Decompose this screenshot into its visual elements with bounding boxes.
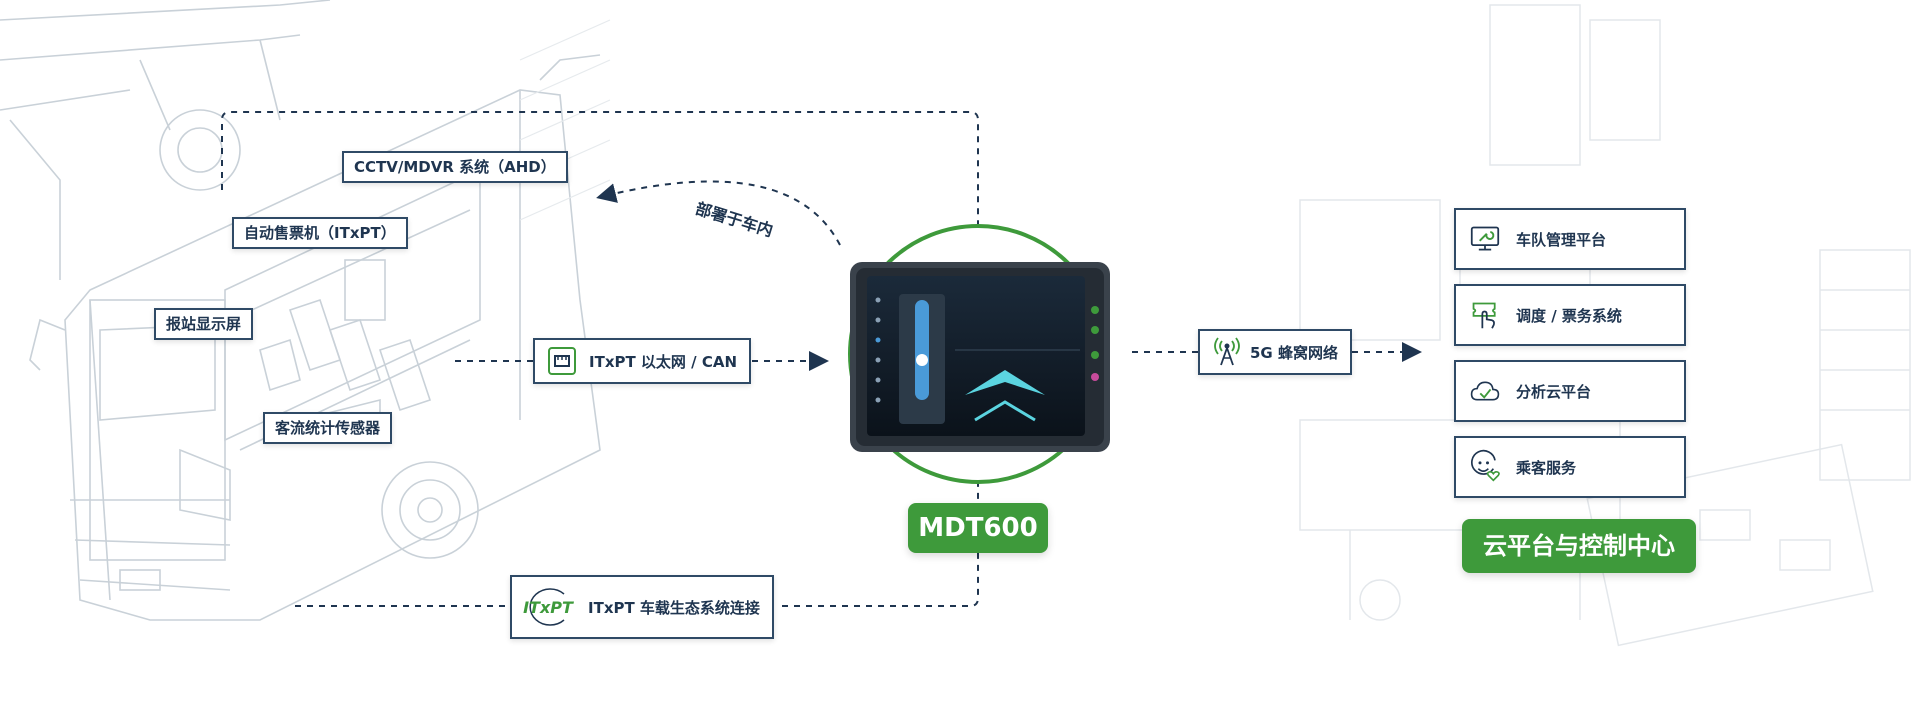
service-label: 分析云平台 — [1516, 382, 1592, 401]
link-itxpt-ecosystem: ITxPT ITxPT 车载生态系统连接 — [510, 575, 774, 639]
itxpt-logo-icon: ITxPT — [523, 586, 573, 628]
ecosystem-line-right — [782, 483, 979, 607]
cell-tower-icon — [1212, 337, 1242, 367]
service-passenger-services: 乘客服务 — [1454, 436, 1686, 498]
cellular-label: 5G 蜂窝网络 — [1250, 343, 1338, 362]
mdt600-device — [848, 224, 1110, 484]
ethernet-port-icon — [547, 346, 577, 376]
deploy-arc — [596, 180, 841, 246]
service-dispatch-ticketing: 调度 / 票务系统 — [1454, 284, 1686, 346]
top-loop-line — [221, 111, 979, 225]
ethernet-label: ITxPT 以太网 / CAN — [589, 352, 738, 371]
service-label: 乘客服务 — [1516, 458, 1577, 477]
service-label: 调度 / 票务系统 — [1516, 306, 1622, 325]
ticket-tap-icon — [1470, 300, 1500, 330]
service-analytics-cloud: 分析云平台 — [1454, 360, 1686, 422]
service-fleet-management: 车队管理平台 — [1454, 208, 1686, 270]
ecosystem-label: ITxPT 车载生态系统连接 — [588, 598, 760, 617]
connector-lines — [221, 111, 1422, 607]
link-ethernet-can: ITxPT 以太网 / CAN — [533, 338, 752, 384]
service-label: 车队管理平台 — [1516, 230, 1607, 249]
cloud-platform-title: 云平台与控制中心 — [1462, 519, 1696, 573]
cloud-check-icon — [1470, 376, 1500, 406]
smiley-heart-icon — [1470, 449, 1500, 482]
label-station-display: 报站显示屏 — [154, 308, 254, 340]
label-cctv: CCTV/MDVR 系统（AHD） — [342, 151, 568, 183]
bus-wireframe — [0, 0, 601, 621]
label-ticket-machine: 自动售票机（ITxPT） — [232, 217, 408, 249]
link-5g-cellular: 5G 蜂窝网络 — [1198, 329, 1352, 375]
wrench-monitor-icon — [1470, 224, 1500, 254]
label-passenger-counter: 客流统计传感器 — [263, 412, 393, 444]
device-name-badge: MDT600 — [908, 503, 1048, 553]
